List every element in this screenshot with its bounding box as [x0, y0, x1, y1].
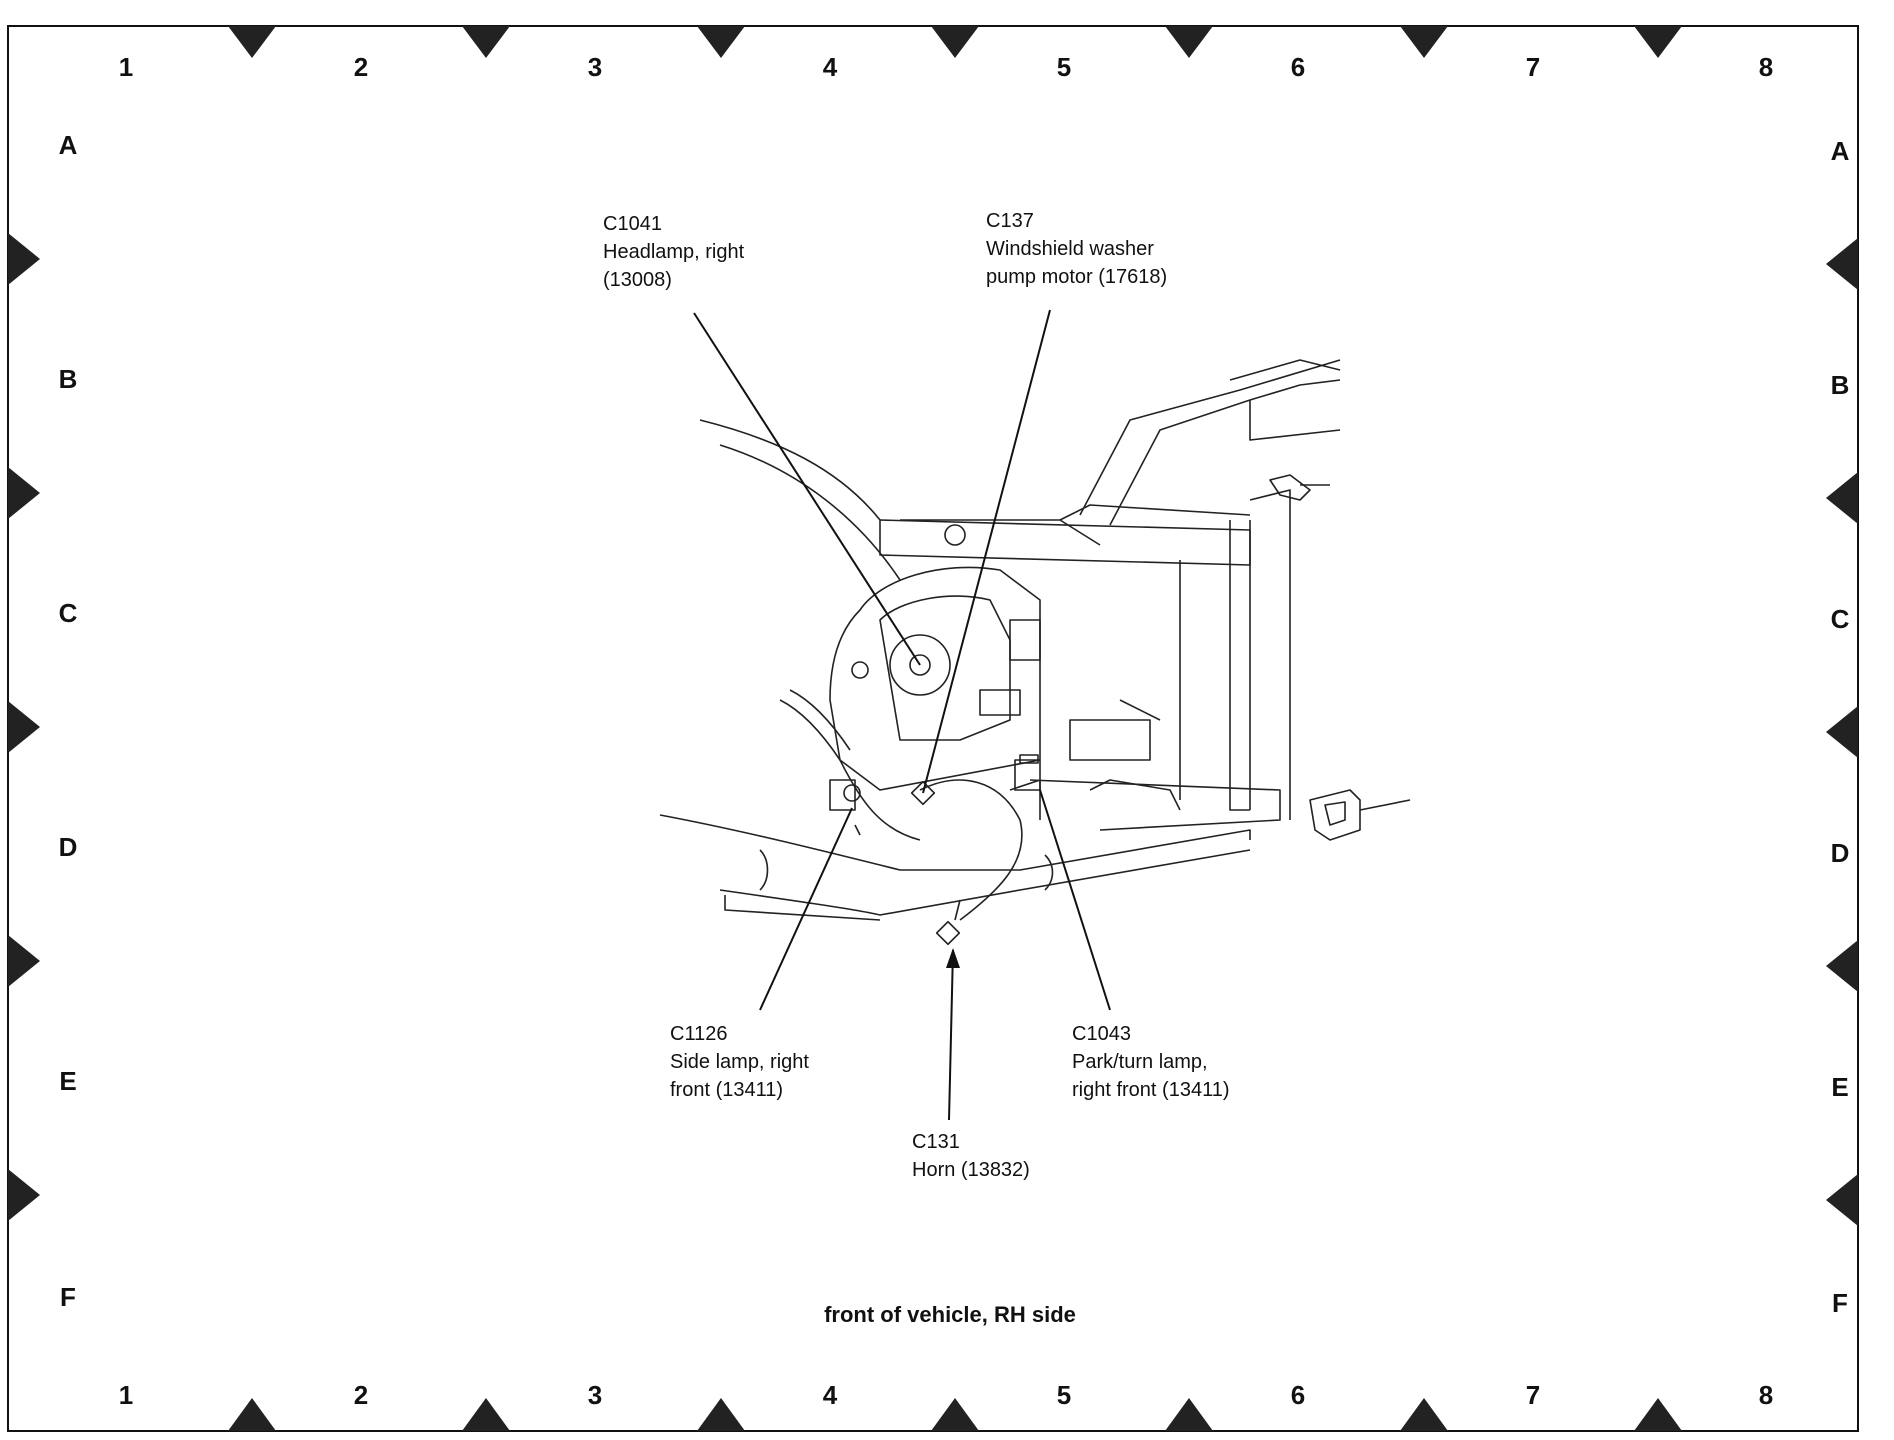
vehicle-front-drawing [659, 359, 1411, 946]
bottom-grid-markers [228, 1398, 1682, 1431]
col-label-bottom-1: 1 [118, 1380, 134, 1410]
leader-c1041 [693, 312, 921, 666]
col-label-bottom-2: 2 [353, 1380, 369, 1410]
leader-c1126 [759, 807, 853, 1011]
col-label-bottom-8: 8 [1758, 1380, 1774, 1410]
col-label-top-6: 6 [1290, 52, 1306, 82]
col-label-bottom-5: 5 [1056, 1380, 1072, 1410]
leader-c1043 [1039, 789, 1111, 1011]
col-label-bottom-7: 7 [1525, 1380, 1541, 1410]
border [7, 25, 1859, 1432]
callout-c1041-line1: Headlamp, right [603, 241, 745, 263]
row-label-right-b: B [1830, 370, 1850, 400]
leader-lines [693, 309, 1111, 1121]
leader-c137 [922, 309, 1051, 794]
callout-c137-line2: pump motor (17618) [986, 266, 1168, 288]
leader-arrowheads [946, 948, 960, 968]
callout-c1041-code: C1041 [603, 213, 662, 235]
callout-c137-line1: Windshield washer [986, 238, 1154, 260]
row-label-right-a: A [1830, 136, 1850, 166]
col-label-top-8: 8 [1758, 52, 1774, 82]
row-label-left-f: F [60, 1282, 76, 1312]
leader-c131 [948, 949, 954, 1121]
col-label-bottom-3: 3 [587, 1380, 603, 1410]
row-label-right-f: F [1832, 1288, 1848, 1318]
row-label-left-e: E [59, 1066, 77, 1096]
top-grid-markers [228, 26, 1682, 58]
col-label-bottom-4: 4 [822, 1380, 838, 1410]
callout-c1126: C1126 Side lamp, right front (13411) [670, 1020, 809, 1104]
callout-c1043-line2: right front (13411) [1072, 1079, 1230, 1101]
callout-c131-code: C131 [912, 1131, 960, 1153]
right-grid-markers [1826, 238, 1858, 1226]
callout-c1043-code: C1043 [1072, 1023, 1131, 1045]
callout-c1126-line1: Side lamp, right [670, 1051, 809, 1073]
row-label-right-e: E [1831, 1072, 1849, 1102]
callout-c1041-line2: (13008) [603, 269, 672, 291]
col-label-top-3: 3 [587, 52, 603, 82]
row-label-right-c: C [1830, 604, 1850, 634]
col-label-top-4: 4 [822, 52, 838, 82]
col-label-top-2: 2 [353, 52, 369, 82]
col-label-top-7: 7 [1525, 52, 1541, 82]
col-label-bottom-6: 6 [1290, 1380, 1306, 1410]
row-label-left-a: A [58, 130, 78, 160]
left-grid-markers [8, 233, 40, 1221]
col-label-top-5: 5 [1056, 52, 1072, 82]
col-label-top-1: 1 [118, 52, 134, 82]
callout-c1126-line2: front (13411) [670, 1079, 784, 1101]
callout-c1043-line1: Park/turn lamp, [1072, 1051, 1208, 1073]
callout-c1126-code: C1126 [670, 1023, 728, 1045]
diagram-caption: front of vehicle, RH side [824, 1302, 1076, 1327]
row-label-left-c: C [58, 598, 78, 628]
callout-c131-line1: Horn (13832) [912, 1159, 1030, 1181]
callout-c1043: C1043 Park/turn lamp, right front (13411… [1072, 1020, 1230, 1104]
callout-c131: C131 Horn (13832) [912, 1128, 1030, 1184]
row-label-right-d: D [1830, 838, 1850, 868]
row-label-left-d: D [58, 832, 78, 862]
callout-c137: C137 Windshield washer pump motor (17618… [986, 207, 1167, 291]
row-label-left-b: B [58, 364, 78, 394]
callout-c1041: C1041 Headlamp, right (13008) [603, 210, 744, 294]
callout-c137-code: C137 [986, 210, 1034, 232]
